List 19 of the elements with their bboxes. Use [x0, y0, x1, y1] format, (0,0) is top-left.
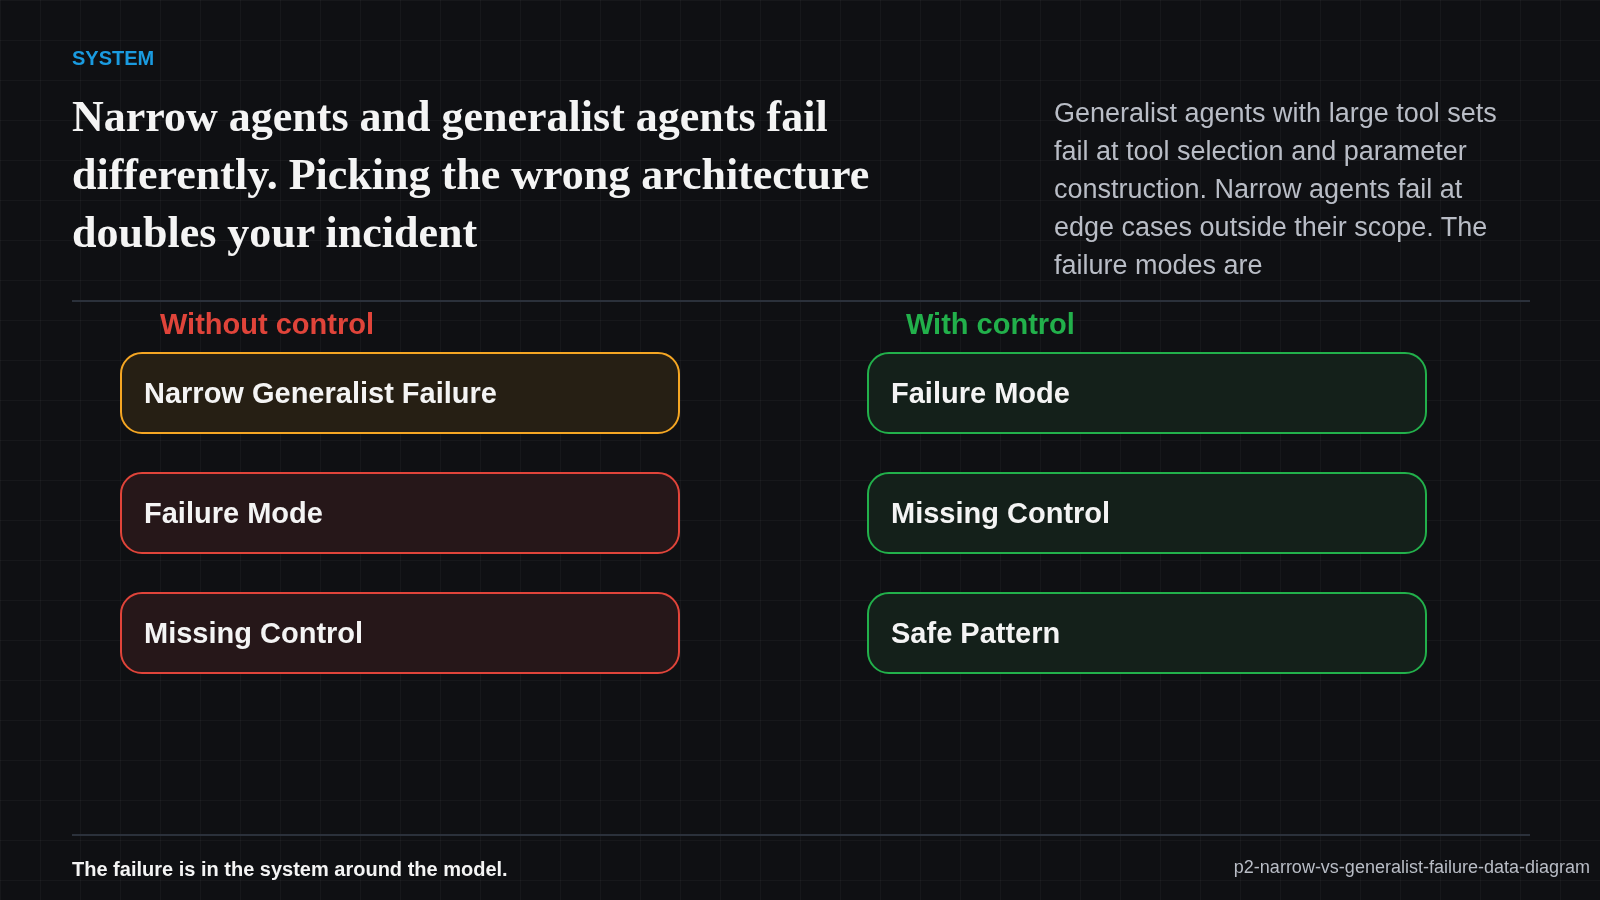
box-label: Missing Control — [891, 496, 1111, 530]
box-label: Safe Pattern — [891, 616, 1061, 650]
eyebrow-label: SYSTEM — [72, 47, 155, 70]
process-box — [867, 472, 1427, 554]
box-label: Failure Mode — [891, 376, 1070, 410]
box-label: Failure Mode — [144, 496, 323, 530]
slide-title: Narrow agents and generalist agents fail differently. Picking the wrong architecture doubles your incident — [72, 91, 871, 259]
process-box — [120, 352, 680, 434]
file-name: p2-narrow-vs-generalist-failure-data-diagram — [1233, 857, 1590, 878]
process-box — [867, 352, 1427, 434]
column-heading: With control — [906, 308, 1075, 341]
footer-note: The failure is in the system around the model. — [72, 858, 508, 881]
process-box — [867, 592, 1427, 674]
process-box — [120, 472, 680, 554]
box-label: Narrow Generalist Failure — [144, 376, 497, 410]
column-heading: Without control — [160, 308, 374, 341]
process-box — [120, 592, 680, 674]
description-text: Generalist agents with large tool sets fail at tool selection and parameter construction. Narrow agents fail at edge cases outside their scope. The failure modes are — [1054, 97, 1498, 282]
box-label: Missing Control — [144, 616, 364, 650]
